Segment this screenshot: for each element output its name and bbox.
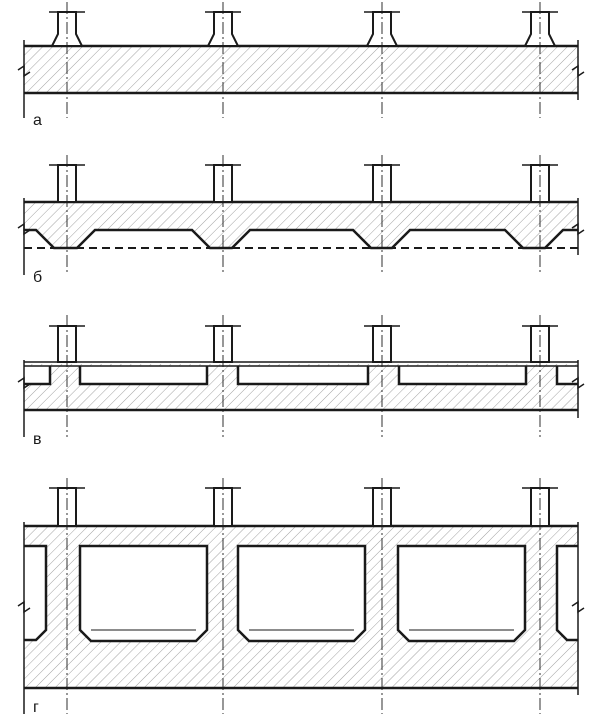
frame-edges [17, 40, 585, 714]
slab-a [24, 46, 578, 93]
slab-g [24, 526, 578, 688]
column-capitals-a [50, 11, 557, 47]
panel-label-a: а [33, 112, 42, 129]
columns-g [57, 487, 550, 527]
axis-lines [66, 2, 541, 714]
slab-b [24, 202, 578, 248]
panel-b [24, 164, 578, 250]
panel-label-v: в [33, 431, 42, 448]
panel-v [24, 325, 578, 412]
panel-label-g: г [33, 699, 39, 716]
panel-label-b: б [33, 269, 42, 286]
columns-b [57, 164, 550, 203]
columns-v [57, 325, 550, 363]
panel-a [24, 11, 578, 95]
slab-v [24, 364, 578, 410]
panel-g [24, 487, 578, 690]
